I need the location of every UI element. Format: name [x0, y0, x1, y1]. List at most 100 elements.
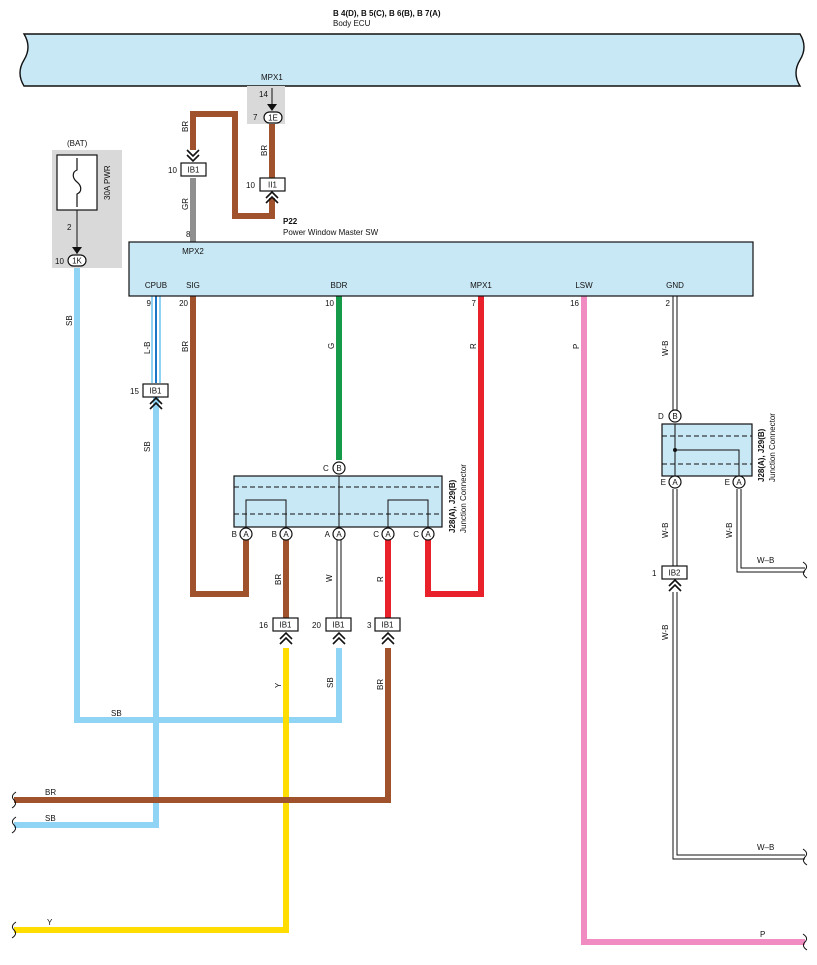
wire-br-bottom — [14, 648, 391, 803]
label-br-sig: BR — [181, 341, 190, 352]
jc-main-terminal-id: A — [385, 530, 391, 539]
label-p: P — [572, 344, 581, 349]
jc-main-terminal-id: A — [336, 530, 342, 539]
break-wb-icon — [802, 848, 808, 866]
ecu-conn-id: 1E — [268, 114, 278, 123]
ib1-r-num: 3 — [367, 621, 372, 630]
ib2-box — [661, 565, 688, 580]
ib1-r-id: IB1 — [381, 621, 394, 630]
wire-y — [14, 648, 289, 933]
ii1-box — [259, 177, 286, 192]
ib1-top-num: 10 — [168, 166, 177, 175]
jc-main-title: J28(A), J29(B) — [448, 479, 457, 533]
jc-right-terminal-circle — [732, 475, 746, 489]
jc-main-terminal-id: A — [425, 530, 431, 539]
label-sb-exit: SB — [45, 814, 56, 823]
jc-right-sub: Junction Connector — [768, 413, 777, 482]
ib1-r-box — [374, 617, 401, 632]
label-sb-horiz: SB — [111, 709, 122, 718]
ecu-name: Body ECU — [333, 19, 371, 28]
jc-right-terminal-pin: E — [661, 478, 666, 487]
jc-main-terminal-pin: B — [232, 530, 237, 539]
wire-sb-bat — [74, 268, 342, 723]
switch-code: P22 — [283, 217, 298, 226]
label-y-exit: Y — [47, 918, 53, 927]
ib1-top-chevron-icon — [186, 149, 200, 163]
jc-main-terminal-circle — [381, 527, 395, 541]
jc-main-terminal-pin: B — [272, 530, 277, 539]
label-br-jc: BR — [274, 574, 283, 585]
switch-terminal-pin: 10 — [325, 299, 334, 308]
jc-main-terminal-circle — [421, 527, 435, 541]
switch-terminal-label: BDR — [331, 281, 348, 290]
label-r-mpx1: R — [469, 343, 478, 349]
jc-right-terminal-pin: E — [725, 478, 730, 487]
label-wb-exit-top: W–B — [757, 556, 774, 565]
ecu-pin-num: 14 — [259, 90, 268, 99]
break-sb-icon — [11, 816, 17, 834]
wire-br-loop — [190, 111, 275, 219]
switch-terminal-label: GND — [666, 281, 684, 290]
switch-terminal-label: CPUB — [145, 281, 167, 290]
ib1-top-box — [180, 162, 207, 177]
switch-mpx2-pin: 8 — [186, 230, 191, 239]
ecu-pin-label: MPX1 — [261, 73, 283, 82]
junction-connector-main — [233, 475, 443, 528]
jc-main-terminal-circle — [239, 527, 253, 541]
label-wb-e1: W-B — [661, 523, 670, 538]
break-br-icon — [11, 791, 17, 809]
ib1-y-box — [272, 617, 299, 632]
switch-mpx2-label: MPX2 — [182, 247, 204, 256]
fuse-name: 30A PWR — [103, 165, 112, 200]
jc-main-terminal-pin: A — [325, 530, 331, 539]
label-r-jc: R — [376, 576, 385, 582]
label-br-exit: BR — [45, 788, 56, 797]
wire-br-sig — [190, 296, 249, 597]
label-sb-cpub: SB — [143, 441, 152, 452]
fuse-icon — [72, 158, 82, 207]
label-wb-e2: W-B — [725, 523, 734, 538]
label-wb-exit-bottom: W–B — [757, 843, 774, 852]
fuse-arrow-icon — [72, 247, 82, 254]
switch-terminal-pin: 9 — [147, 299, 152, 308]
break-y-icon — [11, 921, 17, 939]
label-lb: L-B — [143, 342, 152, 354]
ib1-cpub-id: IB1 — [149, 387, 162, 396]
wire-wb-e2 — [740, 489, 805, 569]
switch-terminal-pin: 20 — [179, 299, 188, 308]
break-wb-e2-icon — [802, 561, 808, 579]
jc-main-top-id: B — [336, 464, 341, 473]
label-br-ecu: BR — [260, 145, 269, 156]
ii1-num: 10 — [246, 181, 255, 190]
jc-main-sub: Junction Connector — [459, 464, 468, 533]
wire-p — [581, 296, 805, 945]
ib1-cpub-num: 15 — [130, 387, 139, 396]
ib1-r-chevron-icon — [381, 631, 395, 645]
label-g: G — [327, 343, 336, 349]
jc-right-title: J28(A), J29(B) — [757, 428, 766, 482]
jc-main-terminal-id: A — [243, 530, 249, 539]
jc-main-terminal-id: A — [283, 530, 289, 539]
jc-main-terminal-pin: C — [413, 530, 419, 539]
wire-sb-cpub — [14, 395, 159, 828]
ib2-num: 1 — [652, 569, 657, 578]
jc-main-terminal-circle — [279, 527, 293, 541]
ii1-id: II1 — [268, 181, 277, 190]
ecu-conn-num: 7 — [253, 113, 258, 122]
jc-right-top-pin: D — [658, 412, 664, 421]
ib1-cpub-chevron-icon — [149, 396, 163, 410]
fuse-source: (BAT) — [67, 139, 88, 148]
ib1-w-chevron-icon — [332, 631, 346, 645]
label-y-vert: Y — [274, 682, 283, 688]
ib1-w-id: IB1 — [332, 621, 345, 630]
break-p-icon — [802, 933, 808, 951]
label-sb-w: SB — [326, 677, 335, 688]
ib1-cpub-box — [142, 383, 169, 398]
label-p-exit: P — [760, 930, 765, 939]
jc-right-terminal-id: A — [736, 478, 742, 487]
ecu-connector-oval — [263, 111, 283, 124]
label-gr: GR — [181, 198, 190, 210]
switch-terminal-pin: 2 — [666, 299, 671, 308]
fuse-conn-num: 10 — [55, 257, 64, 266]
